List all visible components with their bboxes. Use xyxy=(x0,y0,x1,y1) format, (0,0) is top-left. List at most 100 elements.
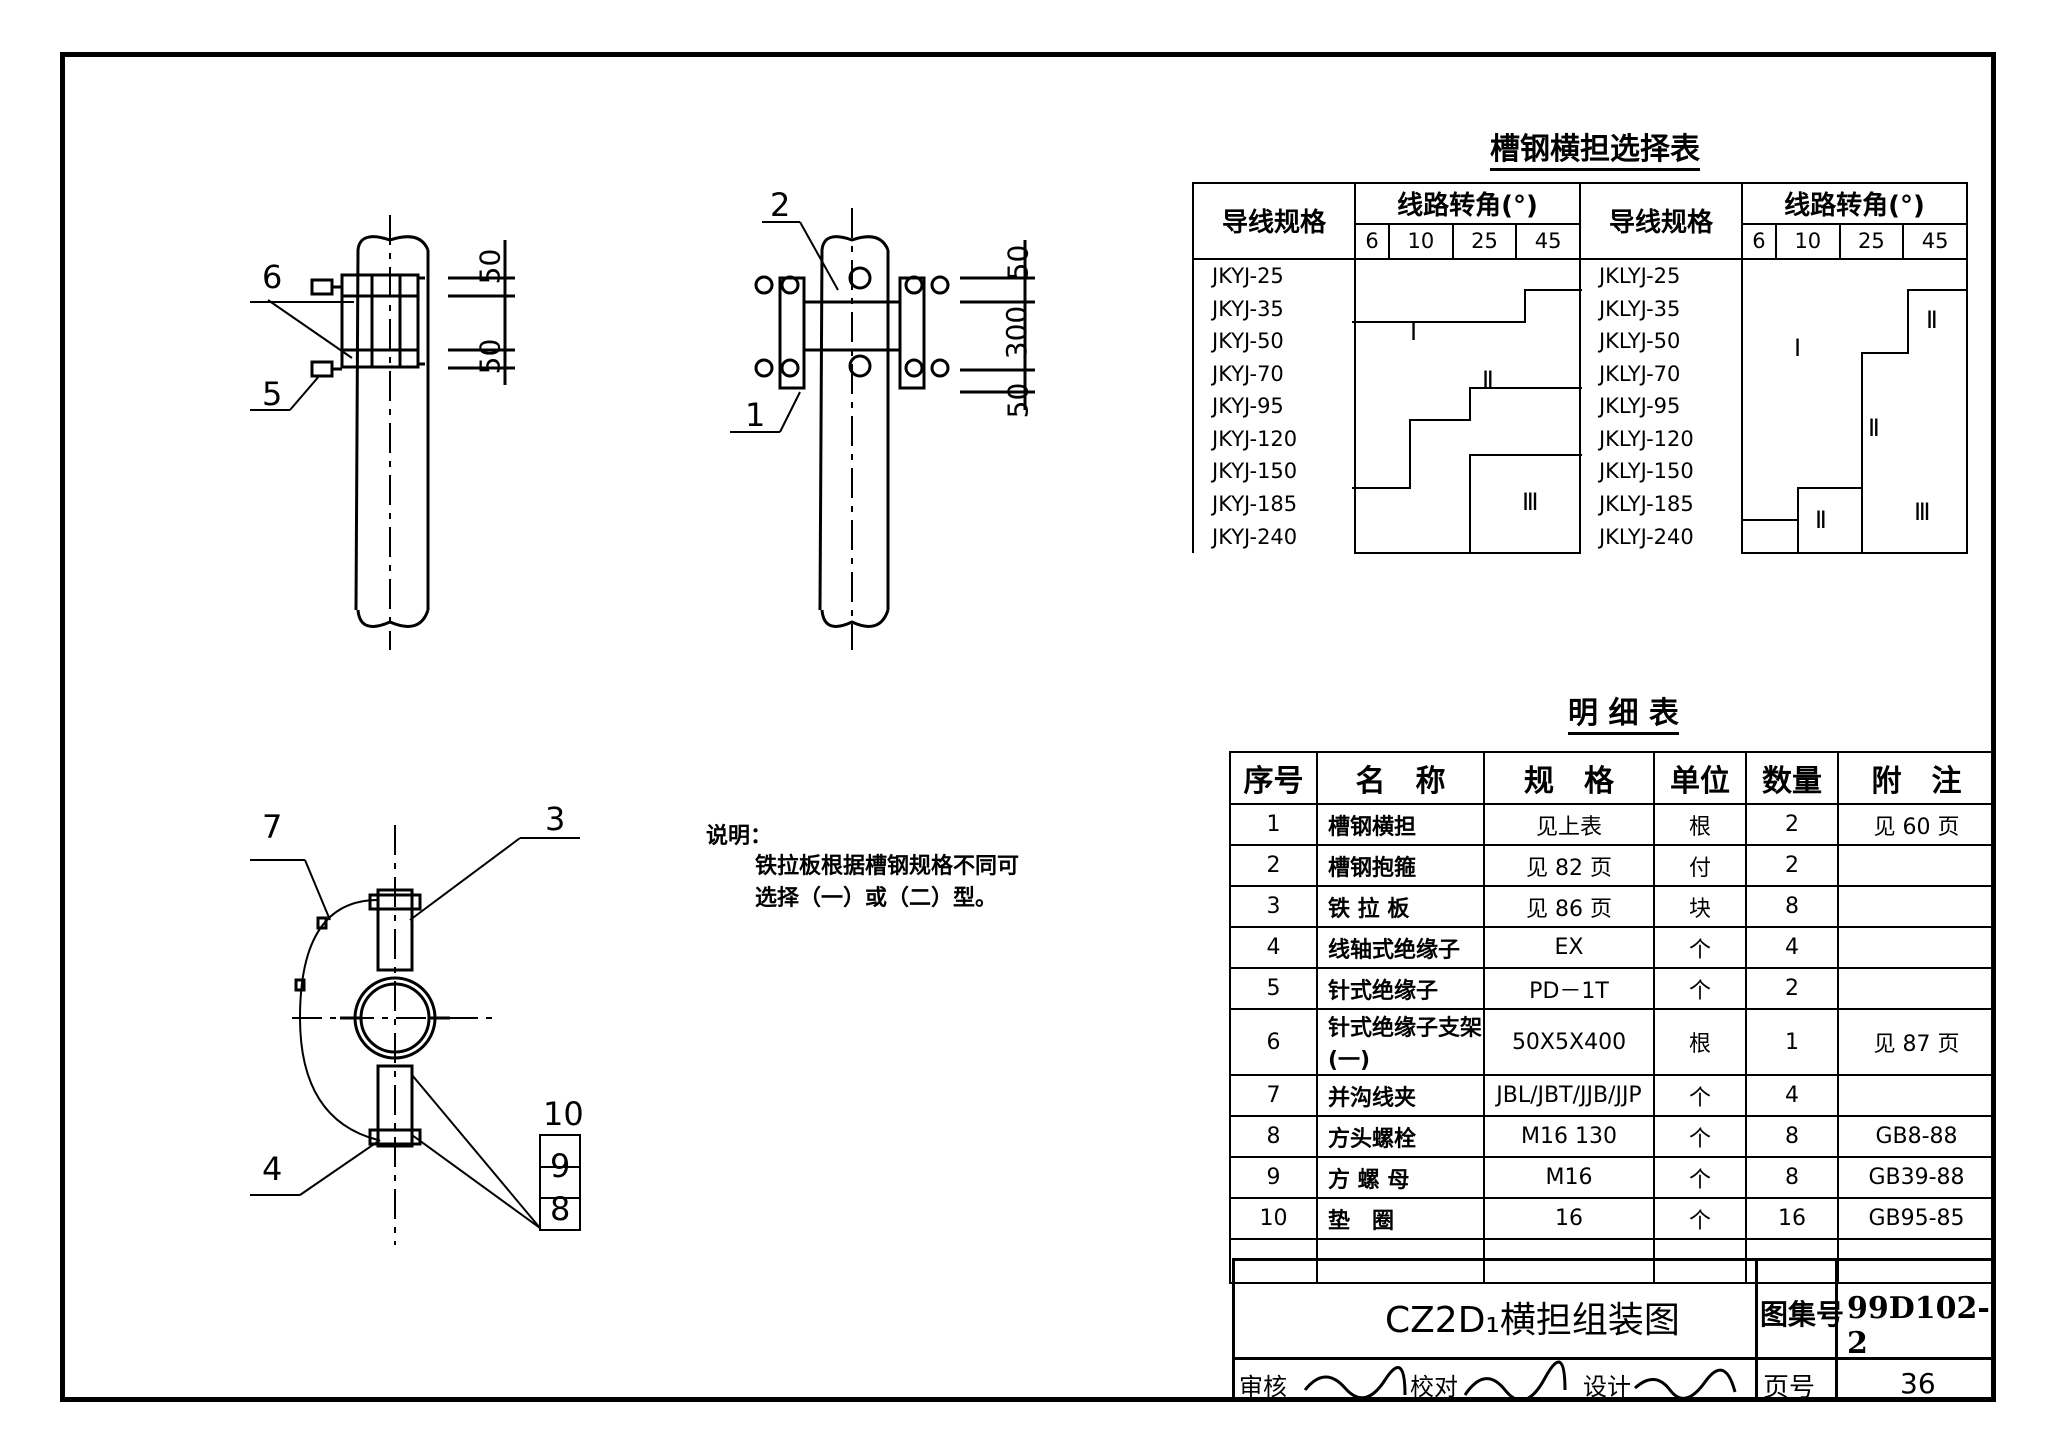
bom-cell xyxy=(1837,926,1996,969)
bom-cell: 8 xyxy=(1745,1115,1839,1158)
bom-cell: 垫 圈 xyxy=(1316,1197,1485,1240)
drawing-title: CZ2D₁横担组装图 xyxy=(1385,1300,1680,1341)
zone-label-II-left: Ⅱ xyxy=(1482,366,1494,394)
spec-right: JKLYJ-150 xyxy=(1578,455,1743,488)
bom-cell: 50X5X400 xyxy=(1483,1008,1655,1076)
spec-right: JKLYJ-50 xyxy=(1578,324,1743,358)
angle-cell: 10 xyxy=(1388,222,1454,260)
bom-cell: 2 xyxy=(1745,803,1839,846)
bom-cell: 4 xyxy=(1229,926,1318,969)
bom-cell: 1 xyxy=(1745,1008,1839,1076)
drawing-frame xyxy=(60,52,1996,1402)
title-block: CZ2D₁横担组装图 图集号 99D102-2 审核 校对 设计 页号 36 xyxy=(1232,1258,1996,1403)
zone-label-II-right-a: Ⅱ xyxy=(1926,306,1938,334)
zone-label-II-right-b: Ⅱ xyxy=(1868,414,1880,442)
bom-cell: 个 xyxy=(1653,967,1747,1010)
bom-cell: 7 xyxy=(1229,1074,1318,1117)
bom-cell: 块 xyxy=(1653,885,1747,928)
spec-left: JKYJ-150 xyxy=(1192,455,1356,488)
callout-4: 4 xyxy=(262,1150,283,1188)
angle-cell: 10 xyxy=(1775,222,1841,260)
angle-cell: 6 xyxy=(1740,222,1778,260)
notes-line2: 选择（一）或（二）型。 xyxy=(755,886,998,911)
bom-cell: 2 xyxy=(1745,844,1839,887)
bom-cell: 方 螺 母 xyxy=(1316,1156,1485,1199)
bom-cell: 槽钢横担 xyxy=(1316,803,1485,846)
spec-left: JKYJ-95 xyxy=(1192,390,1356,423)
bom-cell: JBL/JBT/JJB/JJP xyxy=(1483,1074,1655,1117)
zone-label-I-left: Ⅰ xyxy=(1410,318,1418,346)
assembly-drawings xyxy=(250,208,1035,1245)
bom-header: 名 称 xyxy=(1316,751,1485,805)
design-label: 设计 xyxy=(1583,1373,1631,1401)
plan-view xyxy=(250,825,581,1245)
bom-cell: 1 xyxy=(1229,803,1318,846)
bom-cell: 见 60 页 xyxy=(1837,803,1996,846)
bom-cell: GB95-85 xyxy=(1837,1197,1996,1240)
bom-cell: 根 xyxy=(1653,1008,1747,1076)
zone-label-II-right-c: Ⅱ xyxy=(1815,506,1827,534)
bom-cell: 并沟线夹 xyxy=(1316,1074,1485,1117)
selection-table: 导线规格 线路转角(°) 导线规格 线路转角(°) 6 10 25 45 6 1… xyxy=(1192,182,1969,555)
bom-header: 单位 xyxy=(1653,751,1747,805)
bom-cell: 铁 拉 板 xyxy=(1316,885,1485,928)
bom-cell: PD－1T xyxy=(1483,967,1655,1010)
bom-cell xyxy=(1837,885,1996,928)
angle-cell: 45 xyxy=(1515,222,1581,260)
callout-8: 8 xyxy=(550,1190,571,1228)
page-label: 页号 xyxy=(1763,1373,1816,1403)
spec-right: JKLYJ-185 xyxy=(1578,487,1743,521)
bom-cell: 方头螺栓 xyxy=(1316,1115,1485,1158)
bom-cell: 9 xyxy=(1229,1156,1318,1199)
callout-1: 1 xyxy=(745,396,766,434)
review-label: 审核 xyxy=(1239,1373,1287,1401)
spec-left: JKYJ-70 xyxy=(1192,357,1356,391)
bom-cell: 6 xyxy=(1229,1008,1318,1076)
spec-left: JKYJ-240 xyxy=(1192,520,1356,553)
bom-cell: 16 xyxy=(1483,1197,1655,1240)
bom-cell: 5 xyxy=(1229,967,1318,1010)
spec-left: JKYJ-185 xyxy=(1192,487,1356,521)
callout-5: 5 xyxy=(262,375,283,413)
atlas-number: 99D102-2 xyxy=(1847,1291,1990,1361)
bom-header: 序号 xyxy=(1229,751,1318,805)
bom-cell: 个 xyxy=(1653,1156,1747,1199)
bom-cell: 根 xyxy=(1653,803,1747,846)
callout-3: 3 xyxy=(545,800,566,838)
bom-cell: EX xyxy=(1483,926,1655,969)
spec-right: JKLYJ-120 xyxy=(1578,422,1743,456)
bom-cell: 2 xyxy=(1229,844,1318,887)
bom-cell: 针式绝缘子 xyxy=(1316,967,1485,1010)
bom-cell: 3 xyxy=(1229,885,1318,928)
col-angle-left: 线路转角(°) xyxy=(1354,182,1581,225)
check-label: 校对 xyxy=(1410,1373,1458,1401)
bom-title: 明 细 表 xyxy=(1568,688,1679,735)
notes-line1: 铁拉板根据槽钢规格不同可 xyxy=(755,854,1020,879)
zone-label-I-right: Ⅰ xyxy=(1794,334,1802,362)
bom-cell: 8 xyxy=(1745,1156,1839,1199)
bom-cell: 见 86 页 xyxy=(1483,885,1655,928)
bom-header: 数量 xyxy=(1745,751,1839,805)
spec-right: JKLYJ-35 xyxy=(1578,292,1743,325)
callout-9: 9 xyxy=(550,1147,571,1185)
page-number: 36 xyxy=(1900,1367,1936,1400)
bom-cell: 2 xyxy=(1745,967,1839,1010)
bom-cell: 见上表 xyxy=(1483,803,1655,846)
bom-cell: 见 87 页 xyxy=(1837,1008,1996,1076)
bom-cell: 付 xyxy=(1653,844,1747,887)
bom-cell: M16 130 xyxy=(1483,1115,1655,1158)
spec-left: JKYJ-25 xyxy=(1192,258,1356,293)
bom-cell: 10 xyxy=(1229,1197,1318,1240)
bom-header: 规 格 xyxy=(1483,751,1655,805)
bom-cell xyxy=(1837,1074,1996,1117)
angle-cell: 6 xyxy=(1353,222,1391,260)
zone-label-III-right: Ⅲ xyxy=(1914,498,1931,526)
